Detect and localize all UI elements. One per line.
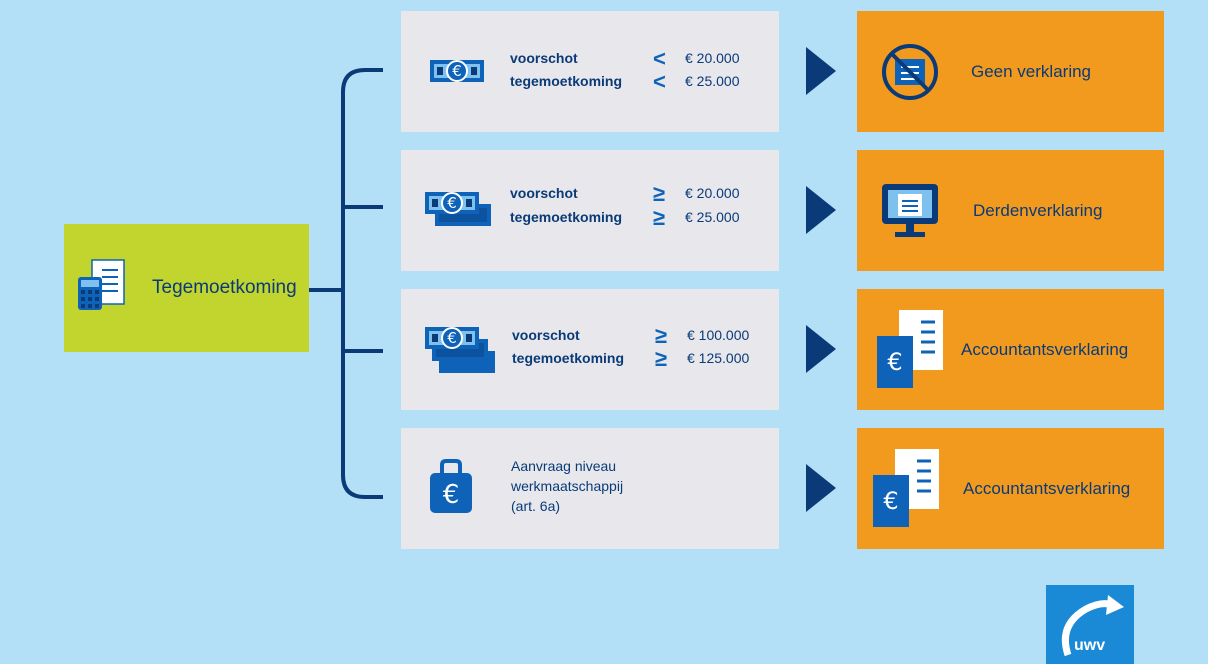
row-2-line-2-amount: € 25.000 [685,209,740,225]
row-3-line-1-symbol: ≥ [655,323,668,348]
result-label-row-2: Derdenverklaring [973,200,1103,220]
row-3-line-1-label: voorschot [512,327,580,343]
result-label-row-1: Geen verklaring [971,61,1092,81]
row-2-line-2-label: tegemoetkoming [510,209,623,225]
result-label-row-4: Accountantsverklaring [963,478,1131,498]
uwv-logo-mark [1061,595,1124,657]
calculator-document-icon [78,259,125,310]
row-1-line-2-amount: € 25.000 [685,73,740,89]
arrow-icon [806,464,836,512]
row-1-line-1-amount: € 20.000 [685,50,740,66]
result-box-accountantsverklaring-1: € Accountantsverklaring [857,289,1164,410]
row-4-text-line-2: werkmaatschappij [511,478,624,494]
result-box-geen-verklaring: Geen verklaring [857,11,1164,132]
arrow-icon [806,186,836,234]
row-1-line-1-symbol: < [653,46,666,71]
svg-text:€: € [447,329,457,347]
condition-box-row-2: € voorschot ≥ € 20.000 tegemoetkoming ≥ … [401,150,779,271]
svg-text:€: € [452,62,462,80]
result-box-accountantsverklaring-2: € Accountantsverklaring [857,428,1164,549]
row-2-line-1-amount: € 20.000 [685,185,740,201]
single-euro-banknote-icon: € [430,60,484,82]
row-1-line-2-symbol: < [653,69,666,94]
result-box-derdenverklaring: Derdenverklaring [857,150,1164,271]
double-euro-banknote-icon: € [425,192,491,226]
result-label-row-3: Accountantsverklaring [961,339,1129,359]
condition-box-row-3: € voorschot ≥ € 100.000 tegemoetkoming ≥… [401,289,779,410]
row-3-line-1-amount: € 100.000 [687,327,750,343]
svg-text:€: € [443,480,460,510]
row-2-line-1-symbol: ≥ [653,181,666,206]
svg-text:€: € [883,487,898,515]
arrow-icon [806,325,836,373]
row-4-text-line-1: Aanvraag niveau [511,458,617,474]
euro-briefcase-icon: € [430,459,472,513]
arrow-icon [806,47,836,95]
stacked-euro-banknotes-icon: € [425,327,495,373]
start-box-tegemoetkoming: Tegemoetkoming [64,224,309,352]
row-3-line-2-amount: € 125.000 [687,350,750,366]
euro-document-icon: € [877,309,943,388]
row-1-line-1-label: voorschot [510,50,578,66]
row-2-line-2-symbol: ≥ [653,205,666,230]
condition-box-row-4: € Aanvraag niveau werkmaatschappij (art.… [401,428,779,549]
uwv-logo: uwv [1046,585,1134,664]
condition-box-row-1: € voorschot < € 20.000 tegemoetkoming < … [401,11,779,132]
svg-text:€: € [887,348,902,376]
monitor-document-icon [882,183,938,237]
row-1-line-2-label: tegemoetkoming [510,73,623,89]
no-document-icon [882,43,938,100]
row-4-text-line-3: (art. 6a) [511,498,561,514]
uwv-logo-text: uwv [1074,637,1106,654]
row-3-line-2-label: tegemoetkoming [512,350,625,366]
start-label: Tegemoetkoming [152,277,297,298]
row-3-line-2-symbol: ≥ [655,346,668,371]
svg-text:€: € [447,194,457,212]
row-2-line-1-label: voorschot [510,185,578,201]
euro-document-icon: € [873,448,939,527]
